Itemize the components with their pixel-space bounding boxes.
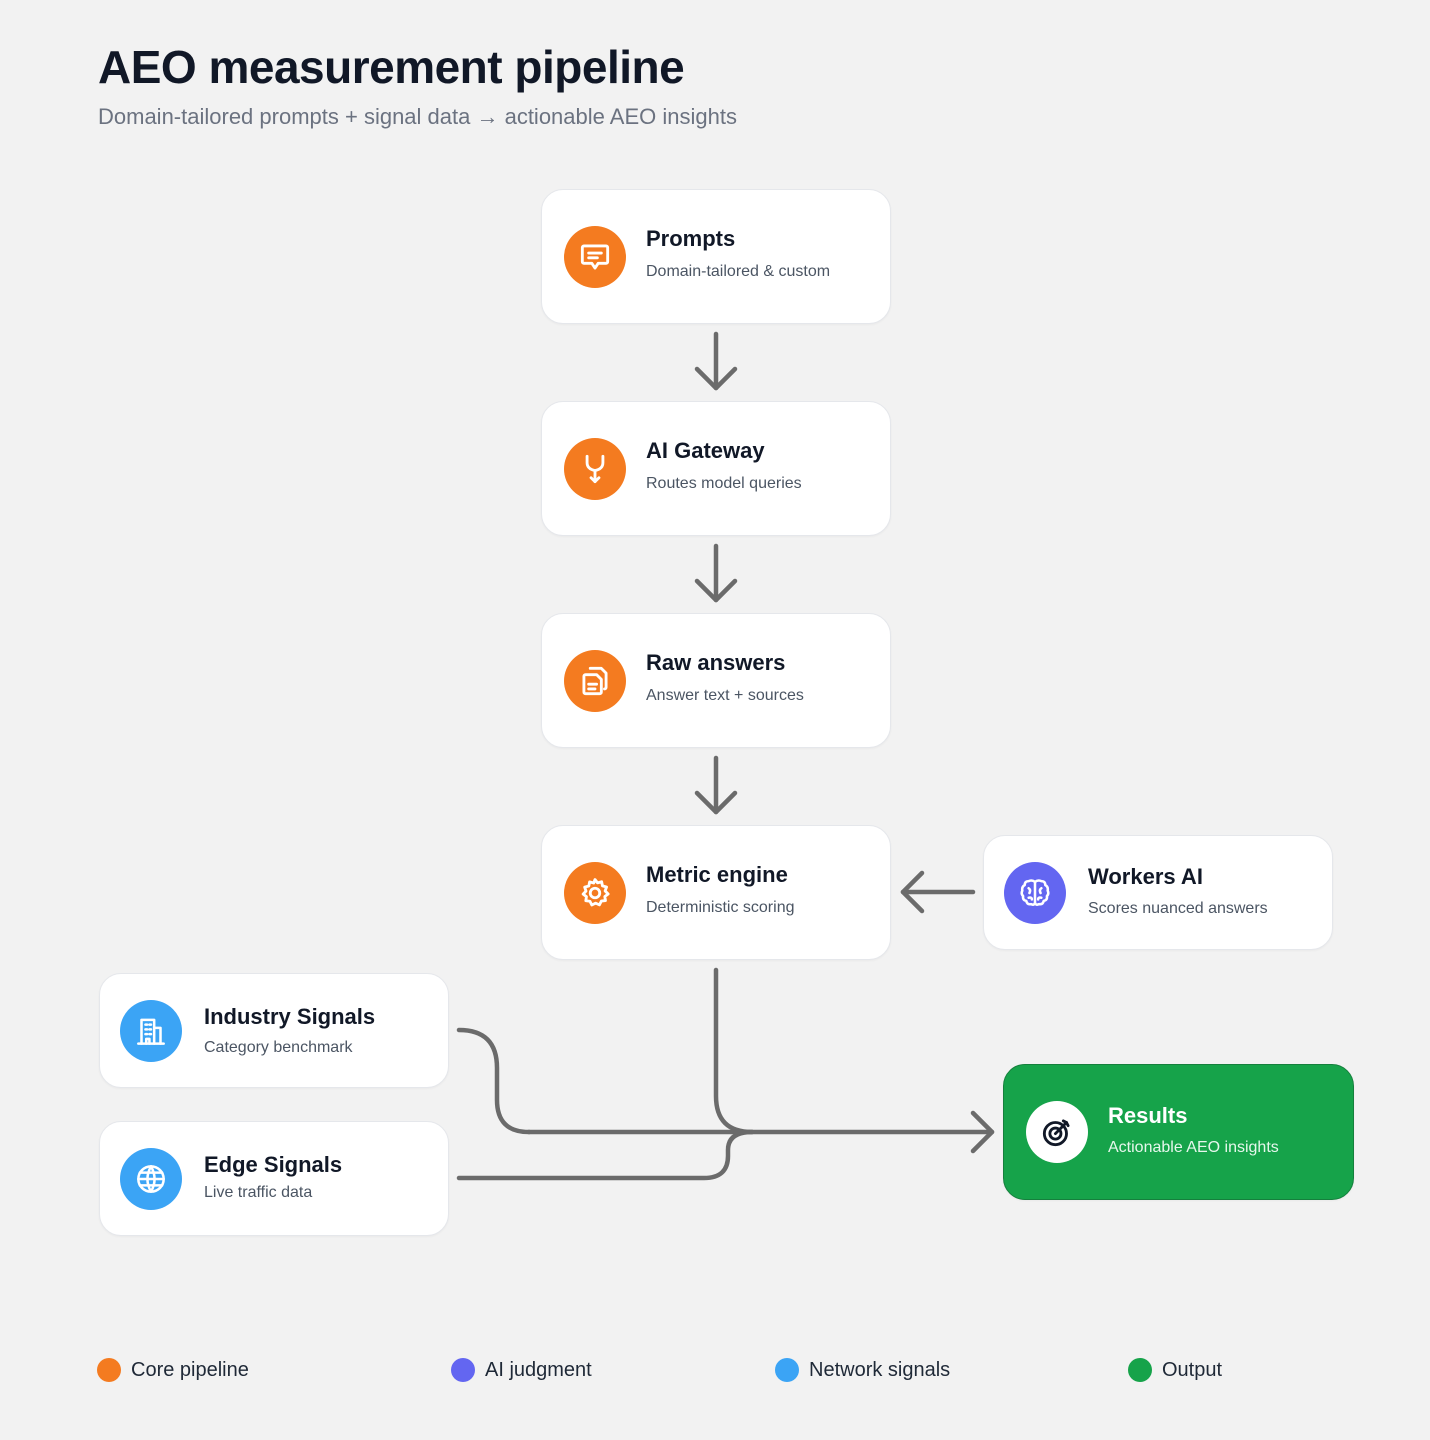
node-title: Workers AI: [1088, 864, 1203, 889]
brain-icon: [1004, 861, 1066, 924]
node-results[interactable]: Results Actionable AEO insights: [1003, 1064, 1354, 1200]
fork-arrow-icon: [564, 437, 626, 500]
node-title: AI Gateway: [646, 438, 765, 463]
legend-label: AI judgment: [485, 1358, 592, 1381]
legend-dot: [451, 1358, 475, 1382]
line-metric-to-results: [713, 967, 755, 1135]
legend-item-output: Output: [1128, 1358, 1222, 1382]
legend-label: Core pipeline: [131, 1358, 249, 1381]
legend-dot: [775, 1358, 799, 1382]
building-icon: [120, 999, 182, 1062]
node-title: Industry Signals: [204, 1004, 376, 1029]
arrow-into-results: [526, 1110, 995, 1154]
page-subtitle: Domain-tailored prompts + signal data → …: [98, 104, 737, 129]
node-subtitle: Actionable AEO insights: [1108, 1139, 1279, 1156]
node-raw-answers[interactable]: Raw answers Answer text + sources: [541, 613, 891, 748]
node-subtitle: Answer text + sources: [646, 687, 804, 704]
legend-item-network-signals: Network signals: [775, 1358, 950, 1382]
legend-label: Network signals: [809, 1358, 951, 1381]
documents-icon: [564, 649, 626, 712]
arrow-gateway-to-raw-answers: [694, 543, 738, 603]
legend-item-ai-judgment: AI judgment: [451, 1358, 592, 1382]
node-subtitle: Category benchmark: [204, 1039, 353, 1056]
node-title: Metric engine: [646, 862, 788, 887]
arrow-raw-answers-to-metric: [694, 755, 738, 815]
message-icon: [564, 225, 626, 288]
node-subtitle: Deterministic scoring: [646, 899, 795, 916]
legend-dot: [1128, 1358, 1152, 1382]
legend-label: Output: [1162, 1358, 1223, 1381]
node-metric-engine[interactable]: Metric engine Deterministic scoring: [541, 825, 891, 960]
arrow-workers-to-metric: [900, 870, 976, 914]
node-prompts[interactable]: Prompts Domain-tailored & custom: [541, 189, 891, 324]
node-title: Prompts: [646, 226, 736, 251]
target-icon: [1026, 1101, 1088, 1163]
legend-item-core-pipeline: Core pipeline: [97, 1358, 249, 1382]
node-workers-ai[interactable]: Workers AI Scores nuanced answers: [983, 835, 1333, 950]
globe-icon: [120, 1147, 182, 1210]
line-edge-to-results: [456, 1129, 755, 1181]
arrow-prompts-to-gateway: [694, 331, 738, 391]
node-title: Results: [1108, 1103, 1188, 1128]
line-industry-to-results: [456, 1027, 532, 1135]
node-ai-gateway[interactable]: AI Gateway Routes model queries: [541, 401, 891, 536]
node-industry-signals[interactable]: Industry Signals Category benchmark: [99, 973, 449, 1088]
gear-icon: [564, 861, 626, 924]
legend-dot: [97, 1358, 121, 1382]
node-subtitle: Domain-tailored & custom: [646, 263, 831, 280]
node-edge-signals[interactable]: Edge Signals Live traffic data: [99, 1121, 449, 1236]
node-title: Raw answers: [646, 650, 786, 675]
node-subtitle: Scores nuanced answers: [1088, 900, 1268, 917]
node-subtitle: Live traffic data: [204, 1184, 313, 1201]
node-title: Edge Signals: [204, 1152, 343, 1177]
node-subtitle: Routes model queries: [646, 475, 802, 492]
page-title: AEO measurement pipeline: [98, 41, 685, 93]
